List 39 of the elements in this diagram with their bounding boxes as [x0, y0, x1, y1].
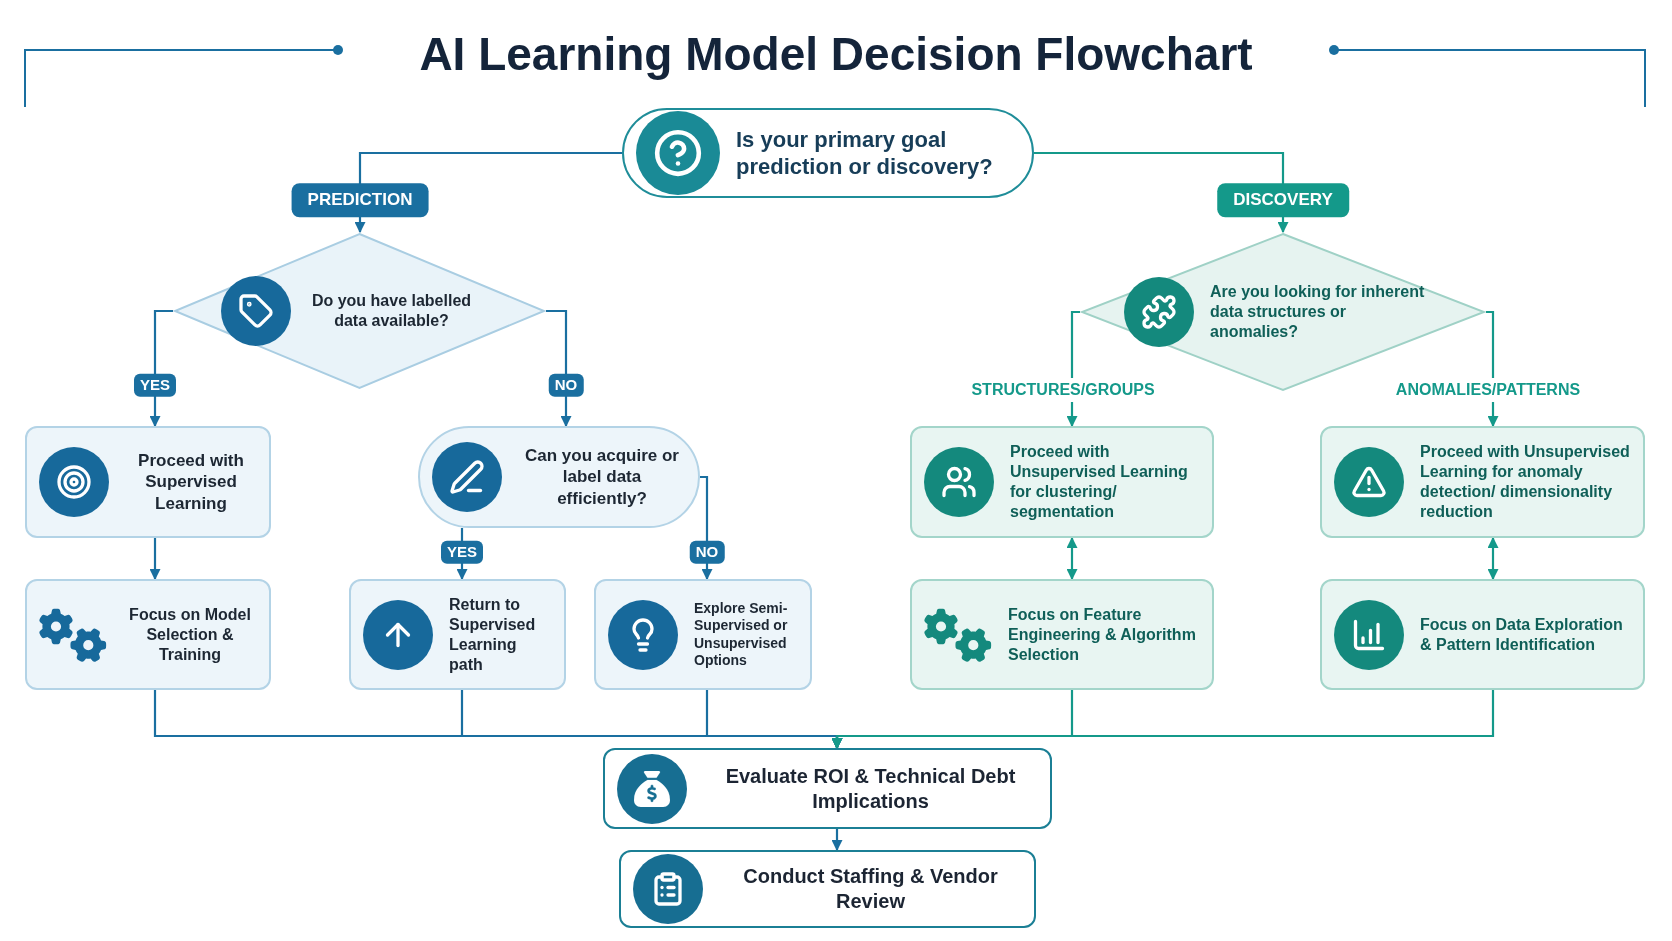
node-text: Proceed with Unsupervised Learning for clustering/ segmentation	[1010, 442, 1189, 522]
node-text: Focus on Feature Engineering & Algorithm Selection	[1008, 604, 1197, 665]
process-box	[910, 426, 1214, 538]
node-text: Return to Supervised Learning path	[449, 594, 537, 675]
node-text: Proceed with Unsupervised Learning for anomaly detection/ dimensionality reduction	[1420, 442, 1631, 522]
node-text: Focus on Model Selection & Training	[128, 604, 252, 665]
connector-arrow	[149, 538, 161, 581]
process-box	[619, 850, 1036, 928]
branch-badge: YES	[441, 540, 483, 564]
connector-arrow	[354, 151, 622, 234]
process-box	[25, 426, 271, 538]
branch-badge: PREDICTION	[291, 183, 429, 217]
branch-badge: NO	[548, 373, 584, 397]
branch-badge: DISCOVERY	[1217, 183, 1349, 217]
branch-badge: NO	[689, 540, 725, 564]
process-box	[603, 748, 1052, 829]
connector-arrow	[1034, 151, 1289, 234]
branch-badge: YES	[134, 373, 176, 397]
decision-diamond	[173, 232, 546, 390]
process-box	[349, 579, 566, 690]
node-text: Focus on Data Exploration & Pattern Identification	[1420, 614, 1624, 655]
node-text: Are you looking for inherent data structures or anomalies?	[1210, 282, 1426, 342]
process-box	[1320, 426, 1645, 538]
connector-arrow	[831, 690, 1495, 750]
connector-arrow	[1487, 536, 1499, 581]
connector-arrow	[1066, 536, 1078, 581]
node-text: Explore Semi-Supervised or Unsupervised Options	[694, 599, 789, 670]
process-box	[25, 579, 271, 690]
process-box	[910, 579, 1214, 690]
node-text: Is your primary goal prediction or discovery?	[736, 125, 994, 181]
node-text: Do you have labelled data available?	[310, 291, 473, 331]
title: AI Learning Model Decision Flowchart	[418, 27, 1254, 82]
connector-arrow	[831, 829, 843, 852]
node-text: Proceed with Supervised Learning	[137, 450, 245, 514]
process-box	[1320, 579, 1645, 690]
node-text: Can you acquire or label data efficiently?	[524, 445, 680, 509]
node-text: Conduct Staffing & Vendor Review	[742, 864, 999, 914]
process-box	[594, 579, 812, 690]
node-text: Evaluate ROI & Technical Debt Implications	[724, 763, 1017, 814]
